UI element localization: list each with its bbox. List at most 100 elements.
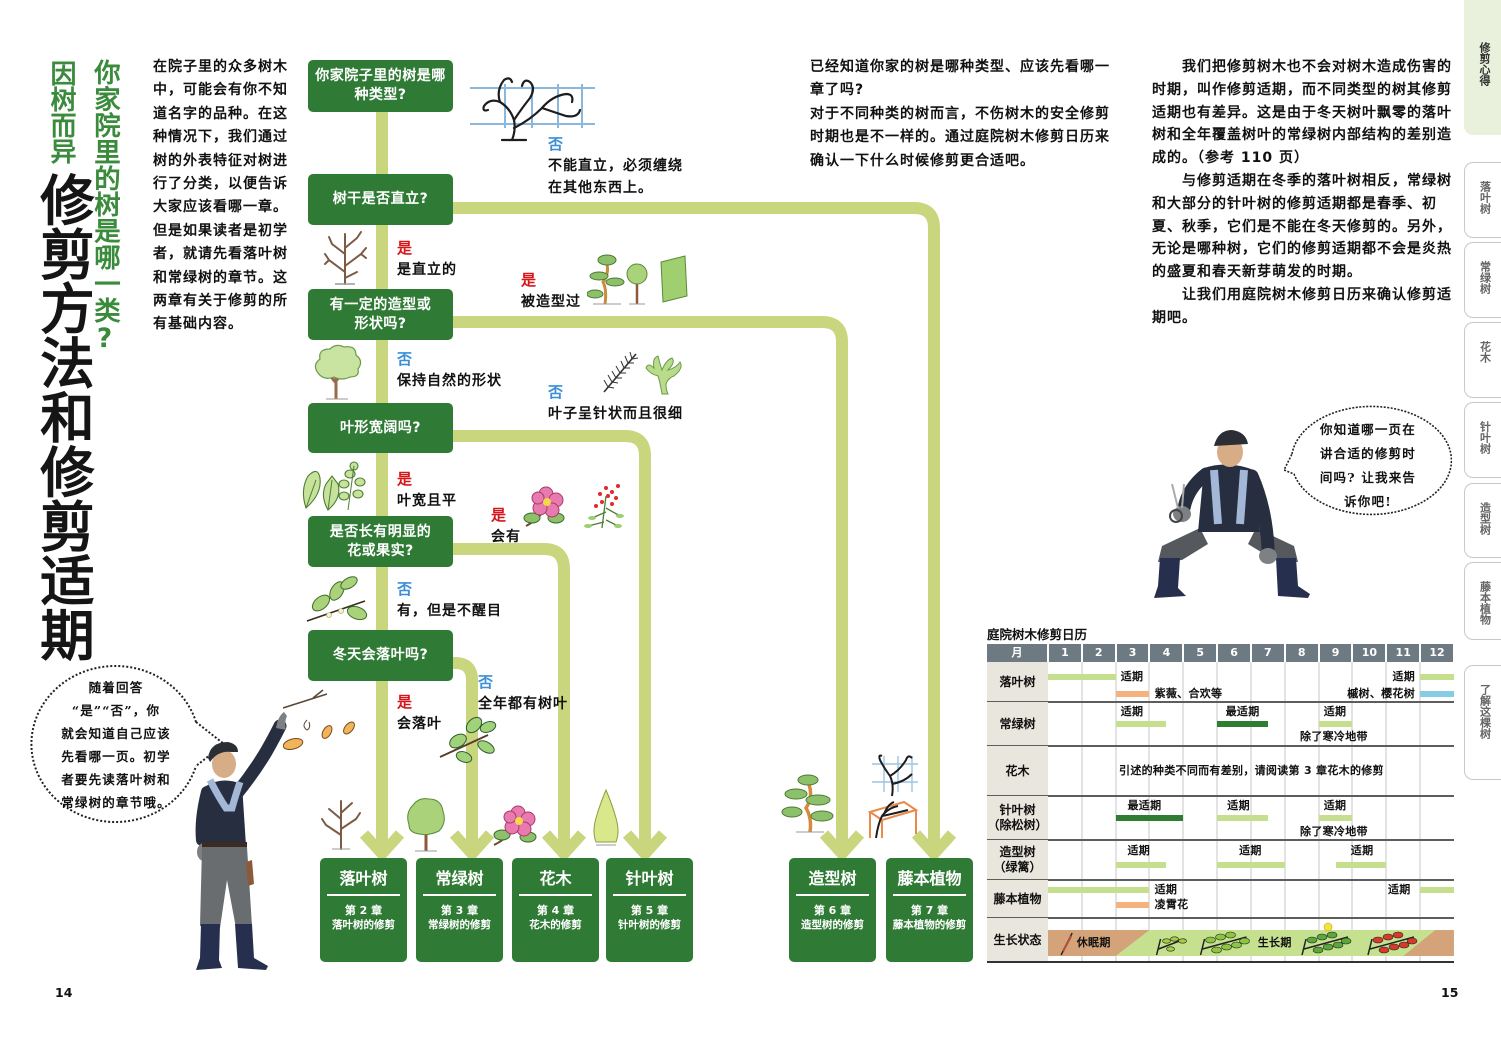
answer-yes-deciduous: 是会落叶 bbox=[397, 691, 442, 735]
period-label: 适期 bbox=[1120, 670, 1144, 683]
gardener-pointing-figure bbox=[195, 712, 287, 970]
growing-period-label: 生长期 bbox=[1257, 936, 1292, 949]
calendar-row-label: 藤本植物 bbox=[987, 880, 1048, 918]
answer-no-evergreen: 否全年都有树叶 bbox=[478, 671, 568, 715]
paragraph: 让我们用庭院树木修剪日历来确认修剪适期吧。 bbox=[1152, 286, 1452, 326]
question-text: 你家院子里的树是哪种类型? bbox=[315, 68, 446, 103]
calendar-header-month: 9 bbox=[1319, 644, 1352, 662]
calendar-grid-line bbox=[1385, 662, 1388, 962]
answer-text: 会落叶 bbox=[397, 716, 442, 732]
calendar-row-label: 花木 bbox=[987, 746, 1048, 796]
arrow-head bbox=[541, 830, 587, 863]
question-box-flowers-fruit: 是否长有明显的花或果实? bbox=[308, 516, 453, 567]
calendar-row-label: 针叶树（除松树） bbox=[987, 796, 1048, 840]
calendar-row-label: 生长状态 bbox=[987, 918, 1048, 962]
answer-text: 叶子呈针状而且很细 bbox=[548, 406, 683, 422]
period-label: 最适期 bbox=[1127, 799, 1162, 812]
result-divider bbox=[893, 894, 966, 896]
calendar-header-month: 8 bbox=[1285, 644, 1318, 662]
question-box-deciduous: 冬天会落叶吗? bbox=[308, 630, 453, 681]
row-sublabel-text: （除松树） bbox=[987, 818, 1048, 832]
period-label: 除了寒冷地带 bbox=[1300, 825, 1368, 838]
growth-status-band bbox=[1048, 922, 1454, 956]
period-label: 凌霄花 bbox=[1154, 898, 1189, 911]
side-tab-pruning-tips[interactable]: 修剪心得 bbox=[1464, 0, 1501, 135]
result-subtitle: 花木的修剪 bbox=[529, 919, 582, 931]
row-label-text: 藤本植物 bbox=[993, 891, 1042, 906]
right-intro-text: 对于不同种类的树而言，不伤树木的安全修剪时期也是不一样的。通过庭院树木修剪日历来… bbox=[810, 105, 1110, 169]
result-title: 花木 bbox=[539, 869, 572, 888]
summer-branch-sun-icon bbox=[1301, 922, 1352, 956]
period-bar-suitable bbox=[1335, 862, 1387, 868]
evergreen-branch-icon bbox=[439, 716, 497, 763]
row-label-text: 生长状态 bbox=[993, 932, 1042, 947]
calendar-row-divider bbox=[987, 917, 1454, 919]
answer-text: 被造型过 bbox=[521, 294, 581, 310]
speech-line: 随着回答 bbox=[88, 680, 144, 695]
result-chapter: 第 4 章 bbox=[536, 904, 575, 917]
topiary-trees-icon bbox=[587, 254, 688, 305]
answer-no-vine: 否不能直立，必须缠绕在其他东西上。 bbox=[548, 133, 685, 199]
tab-label: 常绿树 bbox=[1478, 261, 1492, 294]
period-bar-orange bbox=[1115, 691, 1150, 697]
speech-line: 者要先读落叶树和 bbox=[61, 772, 171, 787]
intro-paragraph: 在院子里的众多树木中，可能会有你不知道名字的品种。在这种情况下，我们通过树的外表… bbox=[153, 59, 288, 333]
side-tab-deciduous[interactable]: 落叶树 bbox=[1464, 162, 1501, 238]
result-chapter: 第 3 章 bbox=[440, 904, 479, 917]
period-bar-suitable bbox=[1420, 887, 1454, 893]
period-bar-blue bbox=[1420, 691, 1454, 697]
result-divider bbox=[613, 894, 686, 896]
answer-yes-shaped: 是被造型过 bbox=[521, 269, 581, 313]
calendar-grid-line bbox=[1283, 662, 1286, 962]
answer-text: 有，但是不醒目 bbox=[397, 603, 502, 619]
period-bar-suitable bbox=[1115, 721, 1167, 727]
pine-tree-icon bbox=[781, 774, 834, 833]
calendar-grid-line bbox=[1080, 662, 1083, 962]
arrow-head bbox=[622, 830, 668, 863]
answer-text: 保持自然的形状 bbox=[397, 373, 502, 389]
yes-mark: 是 bbox=[397, 470, 414, 488]
calendar-row-label: 落叶树 bbox=[987, 662, 1048, 702]
period-bar-orange bbox=[1115, 902, 1150, 908]
speech-bubble-left bbox=[30, 665, 226, 823]
result-flowering: 花木第 4 章花木的修剪 bbox=[512, 858, 599, 962]
calendar-row-divider bbox=[987, 745, 1454, 747]
speech-line: 讲合适的修剪时 bbox=[1320, 446, 1416, 461]
result-subtitle: 常绿树的修剪 bbox=[428, 919, 491, 931]
section-title-question: 你家院里的树是哪一类? bbox=[89, 59, 120, 354]
side-tab-vine[interactable]: 藤本植物 bbox=[1464, 562, 1501, 640]
leafy-branch-icon bbox=[1199, 931, 1250, 956]
yes-mark: 是 bbox=[397, 693, 414, 711]
result-title: 造型树 bbox=[808, 869, 857, 888]
answer-yes-upright: 是是直立的 bbox=[397, 237, 457, 281]
side-tab-evergreen[interactable]: 常绿树 bbox=[1464, 242, 1501, 318]
speech-bubble-right-text: 你知道哪一页在 讲合适的修剪时 间吗? 让我来告 诉你吧! bbox=[1298, 418, 1438, 514]
period-label: 适期 bbox=[1323, 799, 1347, 812]
result-subtitle: 藤本植物的修剪 bbox=[892, 919, 967, 931]
side-tab-conifer[interactable]: 针叶树 bbox=[1464, 402, 1501, 478]
answer-text: 全年都有树叶 bbox=[478, 696, 568, 712]
result-divider bbox=[796, 894, 869, 896]
result-title: 落叶树 bbox=[339, 869, 388, 888]
section-title-small: 因树而异 bbox=[46, 60, 76, 164]
period-label: 除了寒冷地带 bbox=[1300, 730, 1368, 743]
calendar-header-month: 6 bbox=[1218, 644, 1250, 662]
calendar-grid-line bbox=[1114, 662, 1117, 962]
calendar-row-divider bbox=[987, 795, 1454, 797]
answer-no-inconspicuous: 否有，但是不醒目 bbox=[397, 578, 502, 622]
right-intro: 已经知道你家的树是哪种类型、应该先看哪一章了吗? 对于不同种类的树而言，不伤树木… bbox=[810, 56, 1113, 173]
calendar-grid-line bbox=[1419, 662, 1422, 962]
result-subtitle: 落叶树的修剪 bbox=[332, 919, 395, 931]
period-bar-best bbox=[1217, 721, 1268, 727]
bare-tree-icon bbox=[324, 231, 367, 285]
calendar-grid-line bbox=[1148, 662, 1151, 962]
side-tab-flowering[interactable]: 花木 bbox=[1464, 322, 1501, 398]
tab-label: 落叶树 bbox=[1478, 181, 1492, 214]
calendar-header-month-label: 月 bbox=[987, 644, 1047, 662]
side-tab-shaped[interactable]: 造型树 bbox=[1464, 483, 1501, 558]
side-tab-about-tree[interactable]: 了解这棵树 bbox=[1464, 665, 1501, 780]
paragraph: 我们把修剪树木也不会对树木造成伤害的时期，叫作修剪适期，而不同类型的树其修剪适期… bbox=[1152, 59, 1452, 167]
period-label: 引述的种类不同而有差别，请阅读第 3 章花木的修剪 bbox=[1119, 764, 1384, 777]
result-subtitle: 造型树的修剪 bbox=[801, 919, 864, 931]
